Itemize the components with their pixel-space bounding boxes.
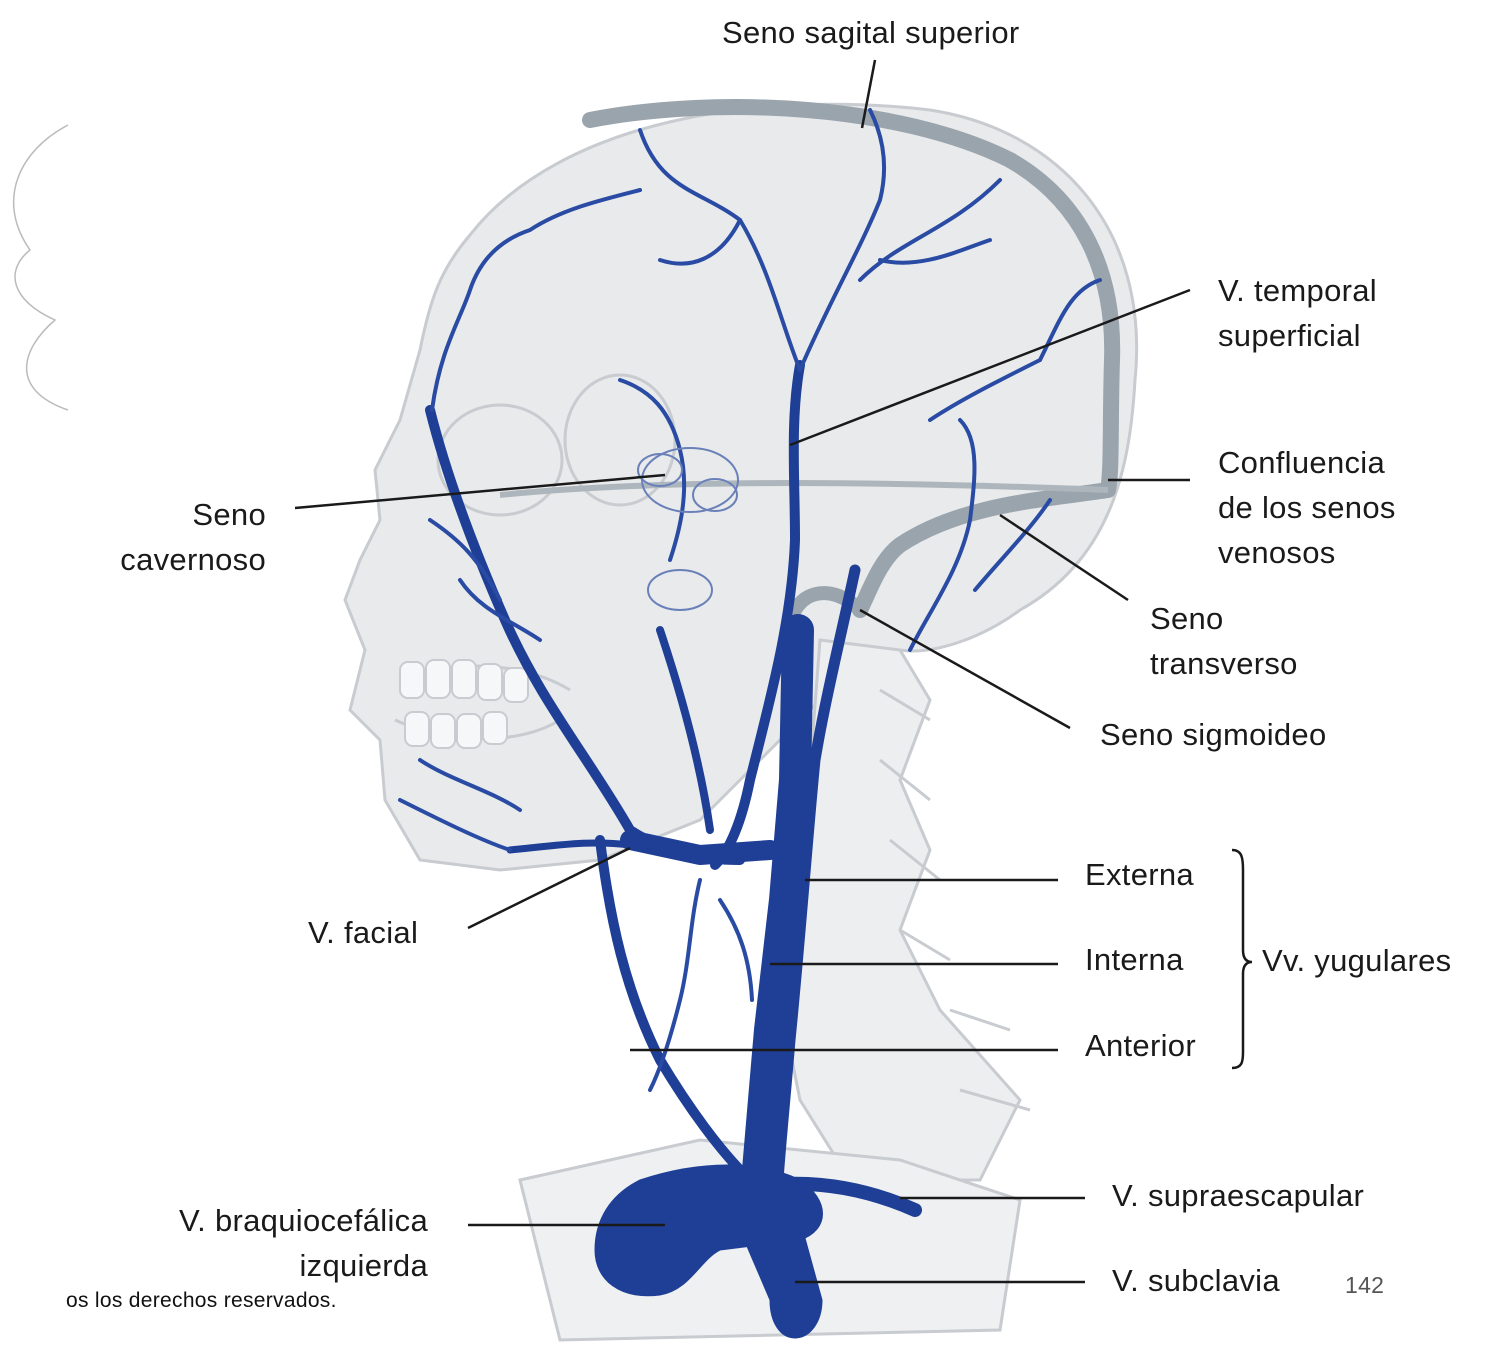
suprascapular-vein	[763, 1176, 922, 1217]
label-seno-transverso: Seno transverso	[1150, 596, 1298, 686]
label-v-subclavia: V. subclavia	[1112, 1263, 1280, 1298]
anterior-jugular-vein	[595, 835, 750, 1180]
label-externa: Externa	[1085, 857, 1194, 892]
thoracic-veins	[594, 1164, 922, 1339]
page-number: 142	[1345, 1272, 1385, 1298]
leader-seno-sagital	[860, 59, 877, 129]
margin-curl	[13, 124, 69, 411]
cavernous-sinus-plexus	[637, 447, 739, 611]
label-v-braquiocefalica: V. braquiocefálica izquierda	[110, 1198, 428, 1288]
leader-facial	[467, 846, 631, 930]
retromandibular-vein	[656, 626, 714, 834]
label-line: Seno	[1150, 601, 1224, 636]
label-line: superficial	[1218, 318, 1361, 353]
leader-transverso	[999, 513, 1129, 602]
straight-sinus	[499, 480, 1109, 498]
label-seno-sigmoideo: Seno sigmoideo	[1100, 717, 1327, 752]
label-line: transverso	[1150, 646, 1298, 681]
vein-branches	[398, 108, 1102, 1092]
label-vv-yugulares: Vv. yugulares	[1262, 943, 1452, 978]
label-line: de los senos	[1218, 490, 1396, 525]
label-confluencia: Confluencia de los senos venosos	[1218, 440, 1396, 575]
dural-sinuses	[582, 99, 1121, 618]
leader-temporal	[789, 288, 1191, 447]
brachiocephalic-vein	[594, 1164, 823, 1297]
label-line: venosos	[1218, 535, 1336, 570]
subclavian-vein	[739, 1219, 823, 1339]
transverse-sinus	[852, 482, 1116, 618]
submental-vein	[506, 839, 634, 854]
label-interna: Interna	[1085, 942, 1184, 977]
sigmoid-sinus	[788, 586, 867, 617]
label-line: cavernoso	[120, 542, 266, 577]
common-trunk	[620, 830, 780, 865]
label-seno-cavernoso: Seno cavernoso	[80, 492, 266, 582]
yugulares-bracket	[1231, 848, 1253, 1070]
label-seno-sagital-superior: Seno sagital superior	[722, 15, 1020, 50]
leader-lines	[294, 59, 1191, 1284]
veins	[425, 360, 861, 1186]
label-anterior: Anterior	[1085, 1028, 1196, 1063]
superficial-temporal-vein	[710, 360, 805, 870]
label-line: Confluencia	[1218, 445, 1386, 480]
external-jugular-vein	[772, 564, 861, 1186]
leader-sigmoideo	[859, 608, 1071, 730]
label-line: V. braquiocefálica	[179, 1203, 428, 1238]
label-v-supraescapular: V. supraescapular	[1112, 1178, 1365, 1213]
internal-jugular-vein	[742, 614, 814, 1186]
copyright-text: os los derechos reservados.	[66, 1289, 337, 1312]
label-line: izquierda	[299, 1248, 428, 1283]
label-v-temporal-superficial: V. temporal superficial	[1218, 268, 1377, 358]
label-line: Seno	[192, 497, 266, 532]
label-v-facial: V. facial	[308, 915, 419, 950]
teeth	[399, 659, 529, 749]
superior-sagittal-sinus	[582, 99, 1121, 498]
label-line: V. temporal	[1218, 273, 1377, 308]
leader-cavernoso	[294, 473, 666, 510]
